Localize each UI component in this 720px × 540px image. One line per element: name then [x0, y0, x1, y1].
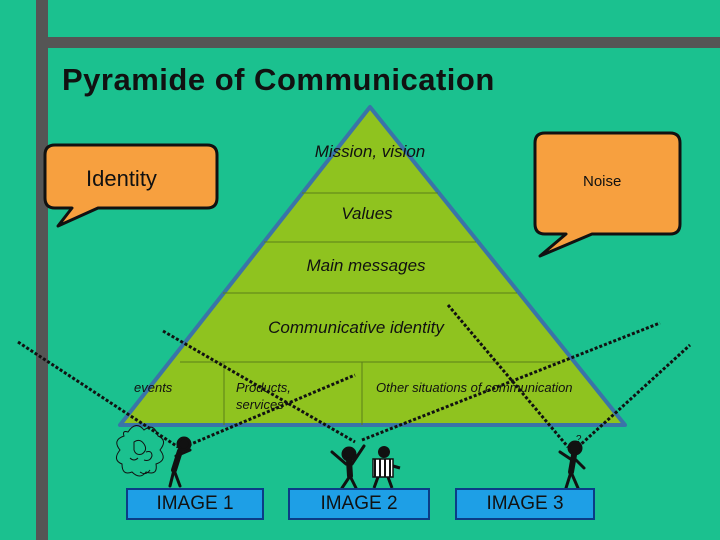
image-1-box: IMAGE 1 [126, 488, 264, 520]
noise-lines [17, 304, 692, 449]
svg-text:?: ? [576, 434, 582, 445]
level-values: Values [341, 204, 393, 223]
level-main-messages: Main messages [306, 256, 426, 275]
level-mission-vision: Mission, vision [315, 142, 426, 161]
pyramid-dividers [180, 192, 560, 425]
top-frame-bar [48, 37, 720, 48]
pyramid-shape [118, 105, 627, 427]
base-events: events [134, 380, 173, 395]
identity-bubble [43, 143, 219, 228]
image-2-box: IMAGE 2 [288, 488, 430, 520]
image-3-box: IMAGE 3 [455, 488, 595, 520]
person-figure-striped-icon [372, 446, 401, 489]
identity-label: Identity [86, 166, 157, 191]
slide-title: Pyramide of Communication [62, 62, 495, 97]
noise-label: Noise [583, 173, 621, 190]
left-frame-bar [36, 0, 48, 540]
base-products-services-line2: services [236, 397, 284, 412]
noise-bubble [533, 131, 682, 258]
person-figure-2-icon [330, 444, 366, 490]
crowd-scribble-icon [116, 425, 164, 477]
person-figure-3-icon: ? [558, 434, 586, 490]
level-communicative-identity: Communicative identity [268, 318, 445, 337]
base-other-situations: Other situations of communication [376, 380, 573, 395]
person-figure-1-icon [168, 436, 192, 488]
